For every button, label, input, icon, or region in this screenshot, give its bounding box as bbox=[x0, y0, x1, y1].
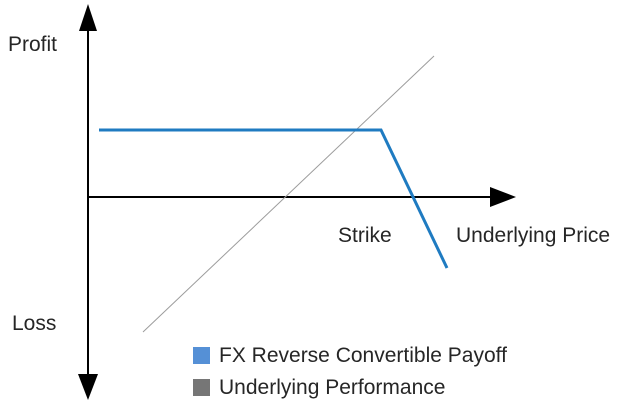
x-axis-strike-label: Strike bbox=[338, 224, 392, 247]
legend-swatch-underlying-performance bbox=[193, 378, 210, 396]
y-axis-up-arrow-icon bbox=[79, 4, 97, 31]
chart-legend: FX Reverse Convertible Payoff Underlying… bbox=[193, 339, 507, 403]
x-axis-right-arrow-icon bbox=[490, 187, 516, 207]
series-fx-reverse-convertible-payoff-line bbox=[99, 128, 449, 269]
legend-label-underlying-performance: Underlying Performance bbox=[219, 375, 446, 399]
x-axis-label: Underlying Price bbox=[456, 224, 611, 247]
legend-swatch-fx-reverse-convertible-payoff bbox=[193, 346, 210, 364]
y-axis-negative-label: Loss bbox=[12, 312, 57, 335]
legend-item-underlying-performance: Underlying Performance bbox=[193, 371, 507, 403]
legend-label-fx-reverse-convertible-payoff: FX Reverse Convertible Payoff bbox=[219, 343, 507, 367]
y-axis-positive-label: Profit bbox=[8, 33, 58, 56]
series-underlying-performance-line bbox=[142, 55, 435, 333]
legend-item-fx-reverse-convertible-payoff: FX Reverse Convertible Payoff bbox=[193, 339, 507, 371]
y-axis-down-arrow-icon bbox=[78, 374, 98, 400]
